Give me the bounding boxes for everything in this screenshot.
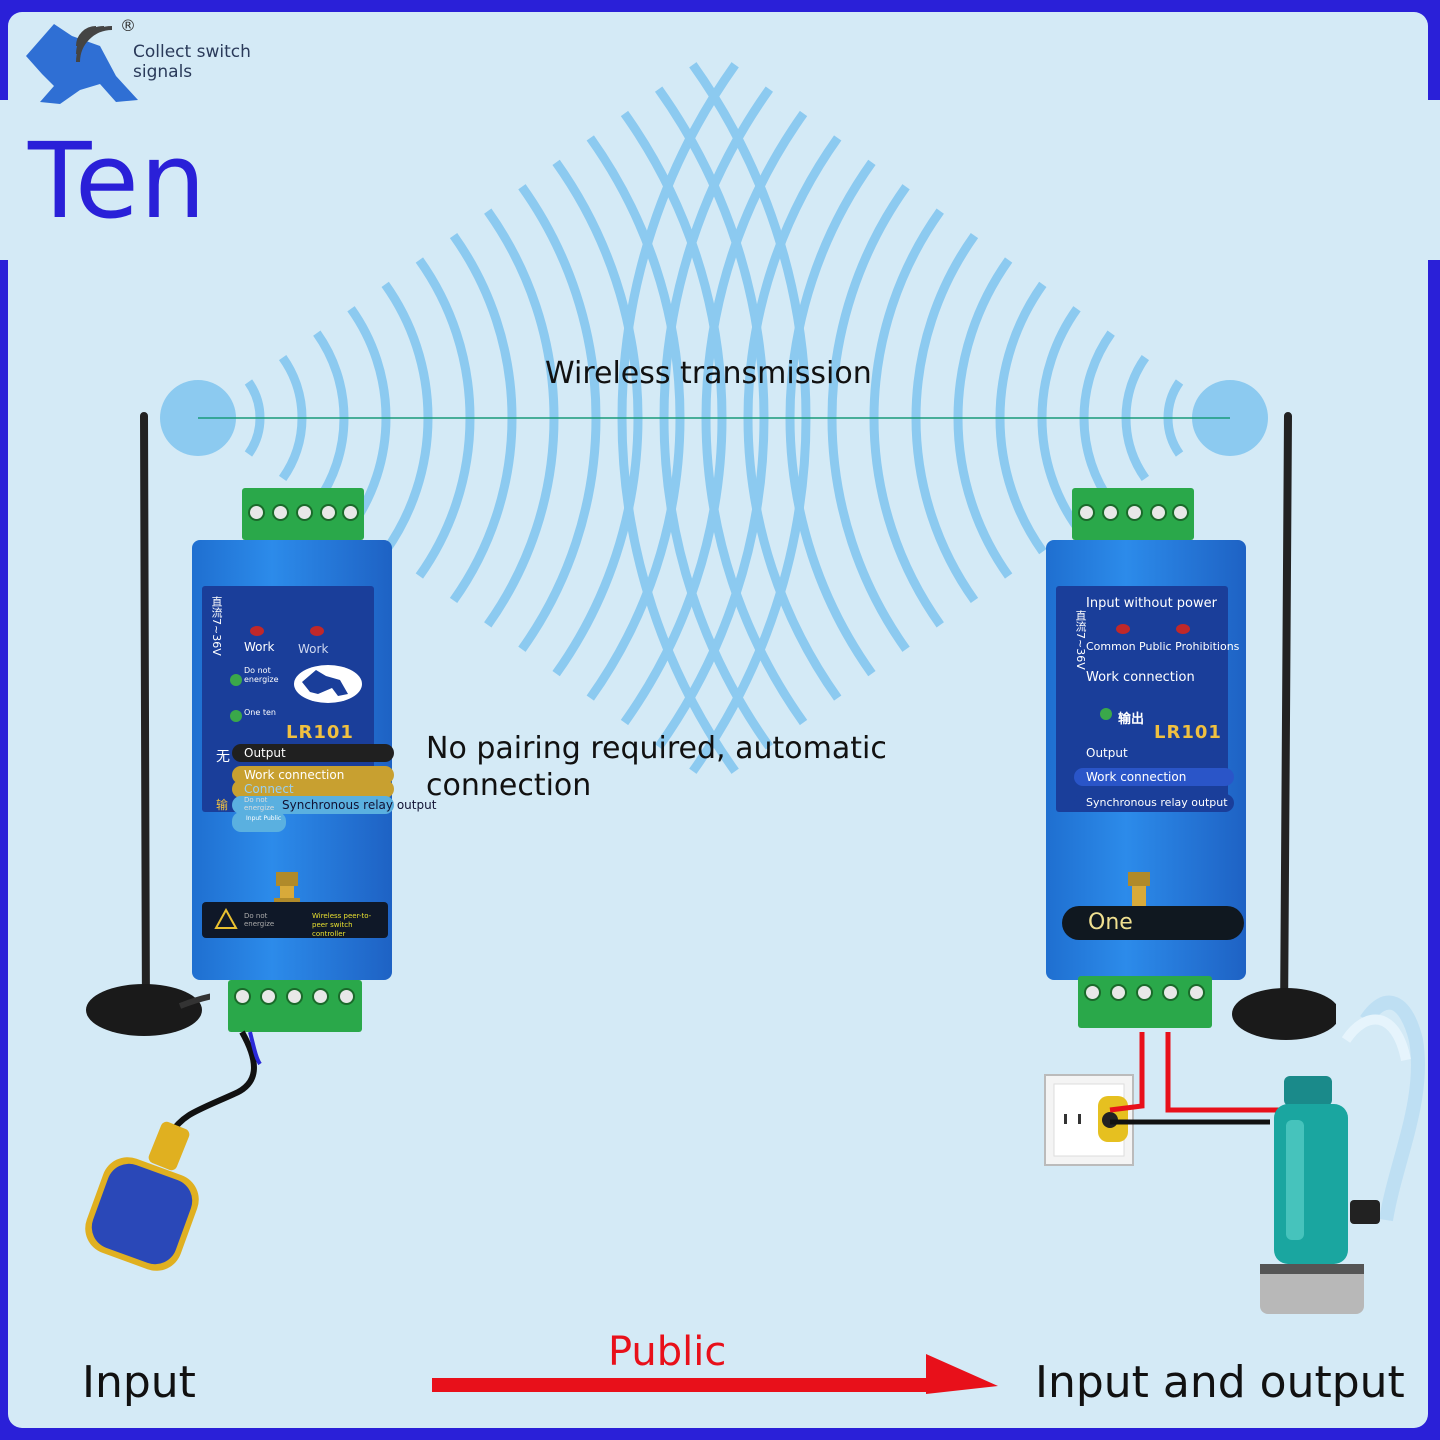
- top-terminal-block: [1072, 488, 1194, 540]
- power-socket-icon: [1044, 1074, 1134, 1166]
- work-connection-pill: Work connection: [232, 766, 394, 784]
- work-led: [310, 626, 324, 636]
- one-label: One: [1062, 906, 1244, 940]
- registered-mark: ®: [120, 16, 136, 35]
- warning-icon: [214, 908, 238, 929]
- bottom-terminal-block: [1078, 976, 1212, 1028]
- connect-pill: Connect: [232, 780, 394, 798]
- left-device: 直流7~36V Work Work Do not energize One te…: [192, 488, 436, 1032]
- water-pump-icon: [1260, 995, 1426, 1314]
- horse-wifi-logo-icon: [294, 665, 362, 703]
- public-label: Public: [608, 1329, 727, 1375]
- pairing-note: No pairing required, automatic connectio…: [426, 731, 887, 803]
- top-terminal-block: [242, 488, 364, 540]
- input-output-label: Input and output: [1035, 1357, 1405, 1408]
- horse-wifi-logo-icon: [26, 24, 138, 104]
- antenna-icon: [86, 412, 210, 1036]
- output-pill: Output: [1074, 744, 1214, 762]
- bottom-terminal-block: [228, 980, 362, 1032]
- antenna-icon: [1232, 412, 1336, 1040]
- float-switch-icon: [85, 1030, 262, 1271]
- work-connection-pill: Work connection: [1074, 768, 1234, 786]
- sync-relay-pill: Synchronous relay output: [1074, 794, 1234, 812]
- wireless-label: Wireless transmission: [545, 356, 872, 391]
- output-pill: Output: [232, 744, 394, 762]
- page-title: Ten: [28, 120, 207, 242]
- input-label: Input: [82, 1357, 196, 1408]
- bottom-label-strip: [202, 902, 388, 938]
- sync-relay-pill: Synchronous relay output: [232, 796, 436, 814]
- brand-tagline: Collect switch signals: [133, 42, 251, 82]
- work-led: [250, 626, 264, 636]
